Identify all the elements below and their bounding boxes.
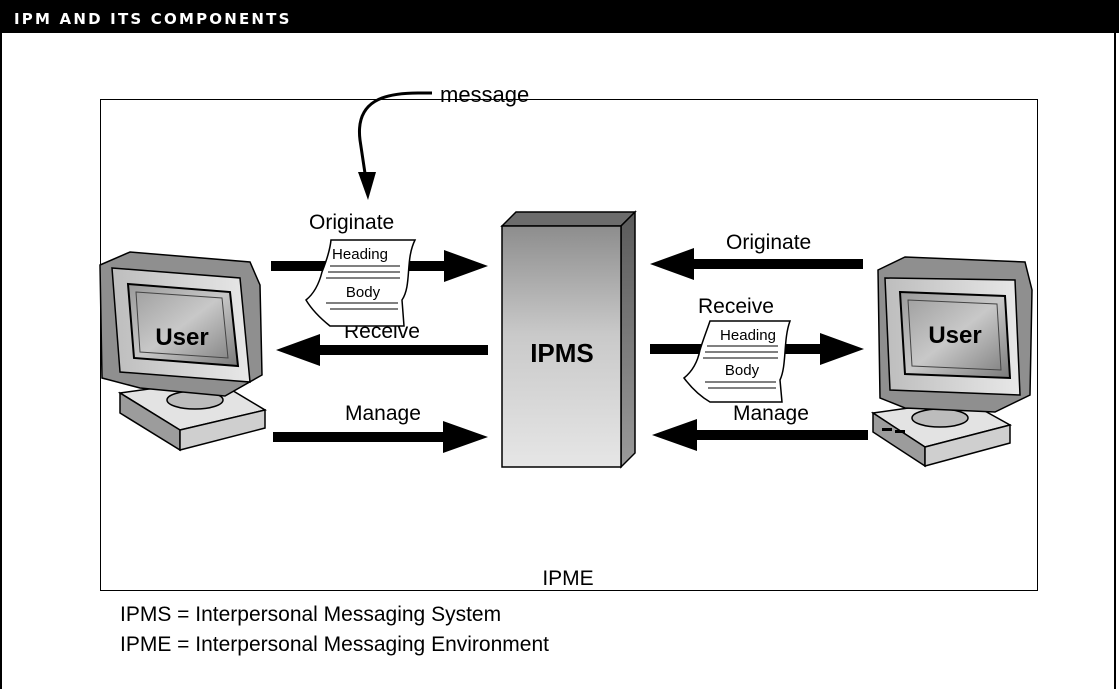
right-body-label: Body: [725, 362, 760, 379]
right-originate-arrow: Originate: [650, 231, 863, 280]
right-manage-label: Manage: [733, 402, 809, 425]
left-body-label: Body: [346, 284, 381, 301]
ipme-label: IPME: [542, 567, 593, 590]
left-message-document: Heading Body: [305, 239, 417, 327]
left-manage-label: Manage: [345, 402, 421, 425]
message-callout: message: [357, 82, 529, 200]
right-user-label: User: [928, 322, 981, 349]
title-bar: IPM AND ITS COMPONENTS: [0, 0, 1119, 33]
left-user-label: User: [155, 324, 208, 351]
legend-item-ipms: IPMS = Interpersonal Messaging System: [120, 603, 502, 626]
figure-title: IPM AND ITS COMPONENTS: [14, 10, 292, 28]
left-manage-arrow: Manage: [273, 402, 488, 453]
right-heading-label: Heading: [720, 327, 776, 344]
ipms-server: IPMS: [500, 210, 637, 469]
left-heading-label: Heading: [332, 246, 388, 263]
legend: IPMS = Interpersonal Messaging System IP…: [120, 600, 549, 660]
message-label: message: [440, 82, 529, 107]
ipme-boundary: [100, 99, 1038, 591]
right-user-computer: User: [870, 256, 1033, 468]
right-receive-label: Receive: [698, 295, 774, 318]
ipms-label: IPMS: [530, 338, 594, 368]
right-originate-label: Originate: [726, 231, 811, 254]
left-receive-arrow: Receive: [276, 320, 488, 366]
right-manage-arrow: Manage: [652, 402, 868, 451]
legend-item-ipme: IPME = Interpersonal Messaging Environme…: [120, 633, 549, 656]
left-user-computer: User: [99, 251, 267, 452]
right-message-document: Heading Body: [682, 320, 792, 403]
left-originate-label: Originate: [309, 211, 394, 234]
